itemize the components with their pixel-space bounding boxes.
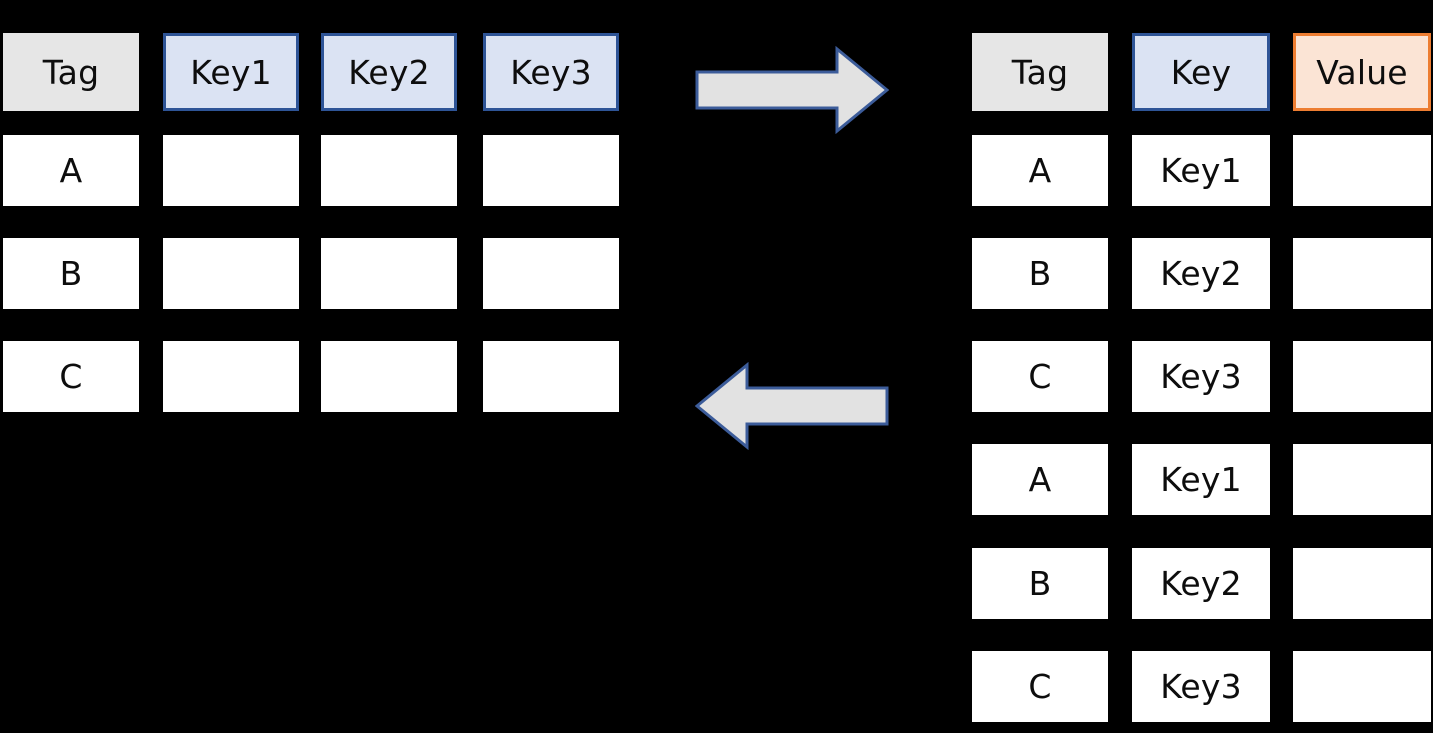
long-table-row-1-key: Key2 (1132, 238, 1270, 309)
wide-table-row-1-tag: B (3, 238, 139, 309)
long-table-row-4-value (1293, 548, 1431, 619)
long-table-row-5-tag: C (972, 651, 1108, 722)
wide-table-row-0-tag: A (3, 135, 139, 206)
wide-table-row-2-key2 (321, 341, 457, 412)
wide-table-header-key1: Key1 (163, 33, 299, 111)
wide-table-row-1-key3 (483, 238, 619, 309)
arrow-right-icon (695, 46, 889, 134)
long-table-header-key: Key (1132, 33, 1270, 111)
long-table-row-5-key: Key3 (1132, 651, 1270, 722)
long-table-header-tag: Tag (972, 33, 1108, 111)
long-table-row-2-tag: C (972, 341, 1108, 412)
arrow-left-icon (695, 362, 889, 450)
wide-table-row-0-key3 (483, 135, 619, 206)
wide-table-row-2-key1 (163, 341, 299, 412)
wide-table-header-tag: Tag (3, 33, 139, 111)
wide-table-row-0-key2 (321, 135, 457, 206)
long-table-row-1-tag: B (972, 238, 1108, 309)
long-table-row-3-value (1293, 444, 1431, 515)
long-table-row-2-value (1293, 341, 1431, 412)
wide-table-row-1-key1 (163, 238, 299, 309)
long-table-row-3-tag: A (972, 444, 1108, 515)
wide-table-row-1-key2 (321, 238, 457, 309)
wide-table-row-2-tag: C (3, 341, 139, 412)
long-table-row-1-value (1293, 238, 1431, 309)
long-table-row-4-key: Key2 (1132, 548, 1270, 619)
long-table-row-5-value (1293, 651, 1431, 722)
long-table-row-0-tag: A (972, 135, 1108, 206)
wide-table-row-2-key3 (483, 341, 619, 412)
long-table-row-4-tag: B (972, 548, 1108, 619)
wide-table-row-0-key1 (163, 135, 299, 206)
wide-table-header-key3: Key3 (483, 33, 619, 111)
long-table-row-0-value (1293, 135, 1431, 206)
long-table-header-value: Value (1293, 33, 1431, 111)
long-table-row-2-key: Key3 (1132, 341, 1270, 412)
long-table-row-3-key: Key1 (1132, 444, 1270, 515)
wide-table-header-key2: Key2 (321, 33, 457, 111)
long-table-row-0-key: Key1 (1132, 135, 1270, 206)
